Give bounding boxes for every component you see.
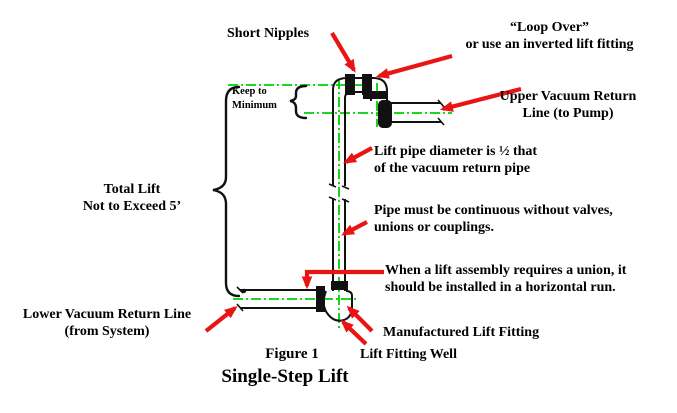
label-short-nipples-text: Short Nipples: [227, 26, 310, 41]
loop-elbow-band: [363, 91, 388, 99]
label-keep-to-minimum-line2: Minimum: [232, 99, 277, 111]
braces: [212, 84, 308, 298]
keep-to-minimum-brace: [289, 84, 308, 120]
arrow-manufactured-fitting: [346, 305, 374, 333]
pipe-break-ticks: [328, 183, 350, 203]
label-union-rule-line2: should be installed in a horizontal run.: [385, 280, 616, 296]
label-lower-return: Lower Vacuum Return Line (from System): [8, 306, 206, 340]
label-loop-over-line2: or use an inverted lift fitting: [465, 37, 634, 53]
arrow-union-rule: [301, 269, 384, 290]
top-left-elbow: [332, 77, 354, 105]
label-upper-return: Upper Vacuum Return Line (to Pump): [477, 88, 659, 122]
label-pipe-continuous: Pipe must be continuous without valves, …: [374, 202, 613, 236]
label-union-rule: When a lift assembly requires a union, i…: [385, 262, 626, 296]
label-keep-to-minimum: Keep to Minimum: [232, 85, 277, 112]
arrow-lift-fitting-well: [340, 319, 368, 346]
label-lift-fitting-well-text: Lift Fitting Well: [360, 347, 457, 362]
label-loop-over-line1: “Loop Over”: [510, 20, 589, 35]
arrow-loop-over: [375, 53, 453, 79]
short-nipple-band-1: [345, 74, 355, 95]
lower-return-end-ticks: [236, 286, 244, 312]
arrow-short-nipples: [330, 31, 356, 73]
callout-arrows: [204, 31, 522, 346]
label-lift-fitting-well: Lift Fitting Well: [360, 346, 457, 363]
figure-title: Single-Step Lift: [178, 365, 392, 388]
arrow-lift-pipe-diameter: [343, 146, 373, 164]
upper-return-pipe: [386, 102, 441, 123]
loop-over-elbow: [363, 77, 388, 102]
label-lower-return-line1: Lower Vacuum Return Line: [22, 307, 192, 322]
label-pipe-continuous-line1: Pipe must be continuous without valves,: [374, 203, 613, 218]
figure-title-text: Single-Step Lift: [221, 366, 349, 387]
label-manufactured-fitting: Manufactured Lift Fitting: [383, 324, 539, 341]
short-nipple-band-2: [362, 74, 372, 95]
label-lift-pipe-line2: of the vacuum return pipe: [374, 161, 531, 177]
label-lift-pipe-line1: Lift pipe diameter is ½ that: [374, 144, 538, 159]
pipes: [236, 77, 445, 322]
total-lift-brace: [212, 85, 241, 298]
arrow-lower-return: [204, 305, 238, 333]
label-loop-over: “Loop Over” or use an inverted lift fitt…: [437, 19, 662, 53]
lift-pipe-union-band: [331, 281, 348, 290]
label-lift-pipe-diameter: Lift pipe diameter is ½ that of the vacu…: [374, 143, 537, 177]
figure-number-text: Figure 1: [265, 346, 319, 362]
pipe-fittings: [241, 74, 392, 312]
arrow-upper-return: [439, 86, 522, 112]
lower-pipe-coupling-band: [316, 286, 325, 312]
label-upper-return-line1: Upper Vacuum Return: [499, 89, 637, 104]
label-pipe-continuous-line2: unions or couplings.: [374, 220, 494, 236]
lift-fitting-well-shape: [322, 290, 353, 322]
lift-pipe: [332, 103, 346, 291]
label-short-nipples: Short Nipples: [227, 25, 309, 42]
label-total-lift: Total Lift Not to Exceed 5’: [62, 181, 202, 215]
label-lower-return-line2: (from System): [64, 324, 150, 340]
figure-number: Figure 1: [240, 345, 344, 363]
arrow-pipe-continuous: [341, 220, 368, 236]
label-manufactured-fitting-text: Manufactured Lift Fitting: [383, 325, 540, 340]
label-upper-return-line2: Line (to Pump): [522, 106, 614, 122]
label-total-lift-line1: Total Lift: [103, 182, 161, 197]
label-union-rule-line1: When a lift assembly requires a union, i…: [385, 263, 627, 278]
label-total-lift-line2: Not to Exceed 5’: [82, 199, 182, 215]
lower-return-pipe: [240, 289, 317, 309]
label-keep-to-minimum-line1: Keep to: [232, 86, 267, 97]
upper-return-elbow-fitting: [378, 100, 392, 128]
short-nipple-run: [347, 77, 375, 93]
